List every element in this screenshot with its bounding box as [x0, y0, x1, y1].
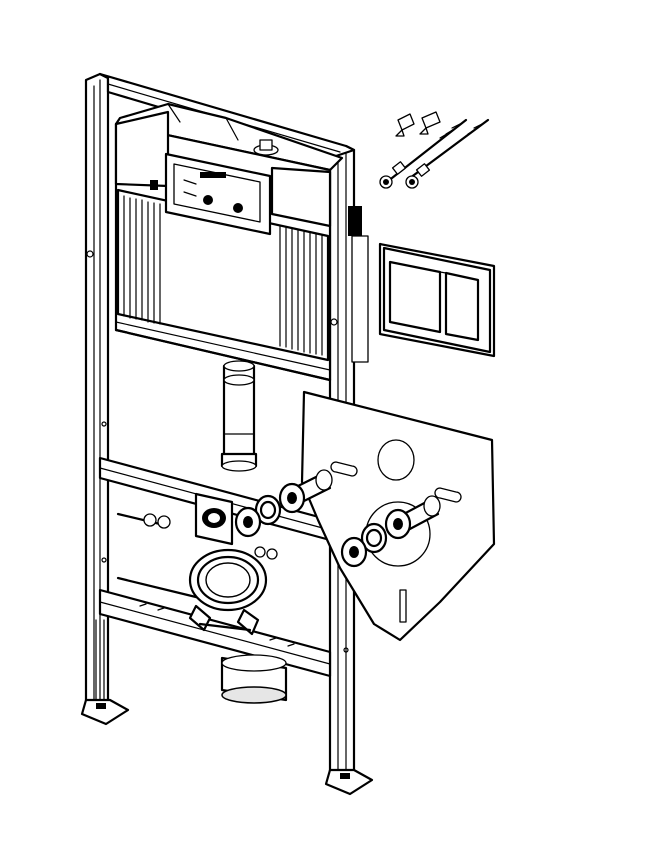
flush-plate [378, 242, 496, 358]
wall-anchors [234, 469, 441, 568]
drain-connector [188, 492, 288, 704]
threaded-studs [143, 513, 278, 560]
fixing-bolts [379, 111, 490, 189]
concealed-cistern [114, 102, 369, 382]
flush-pipe [220, 360, 258, 472]
